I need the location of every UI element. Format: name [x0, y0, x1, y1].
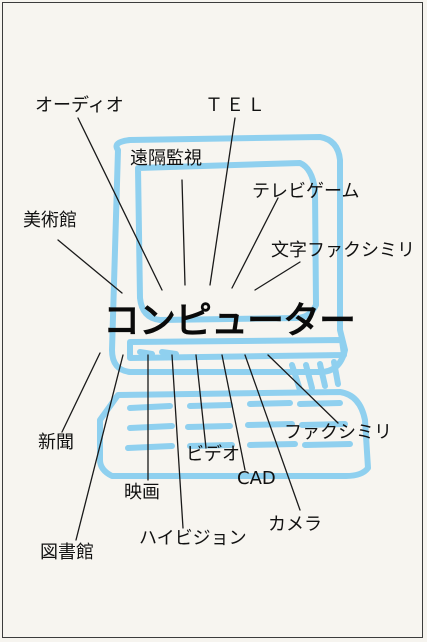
label-hivision: ハイビジョン: [139, 528, 247, 549]
computer-center-label: コンピューター: [103, 299, 356, 342]
label-fax: ファクシミリ: [284, 422, 392, 443]
label-remote: 遠隔監視: [130, 148, 202, 169]
label-camera: カメラ: [268, 514, 322, 535]
label-tvgame: テレビゲーム: [252, 181, 360, 202]
label-newspaper: 新聞: [38, 432, 74, 453]
label-audio: オーディオ: [35, 95, 124, 116]
label-tel: ＴＥＬ: [205, 95, 268, 116]
label-library: 図書館: [40, 542, 94, 563]
label-movie: 映画: [124, 482, 160, 503]
label-cad: CAD: [237, 468, 276, 489]
label-textfax: 文字ファクシミリ: [271, 240, 415, 261]
label-museum: 美術館: [23, 210, 77, 231]
label-video: ビデオ: [186, 444, 240, 465]
